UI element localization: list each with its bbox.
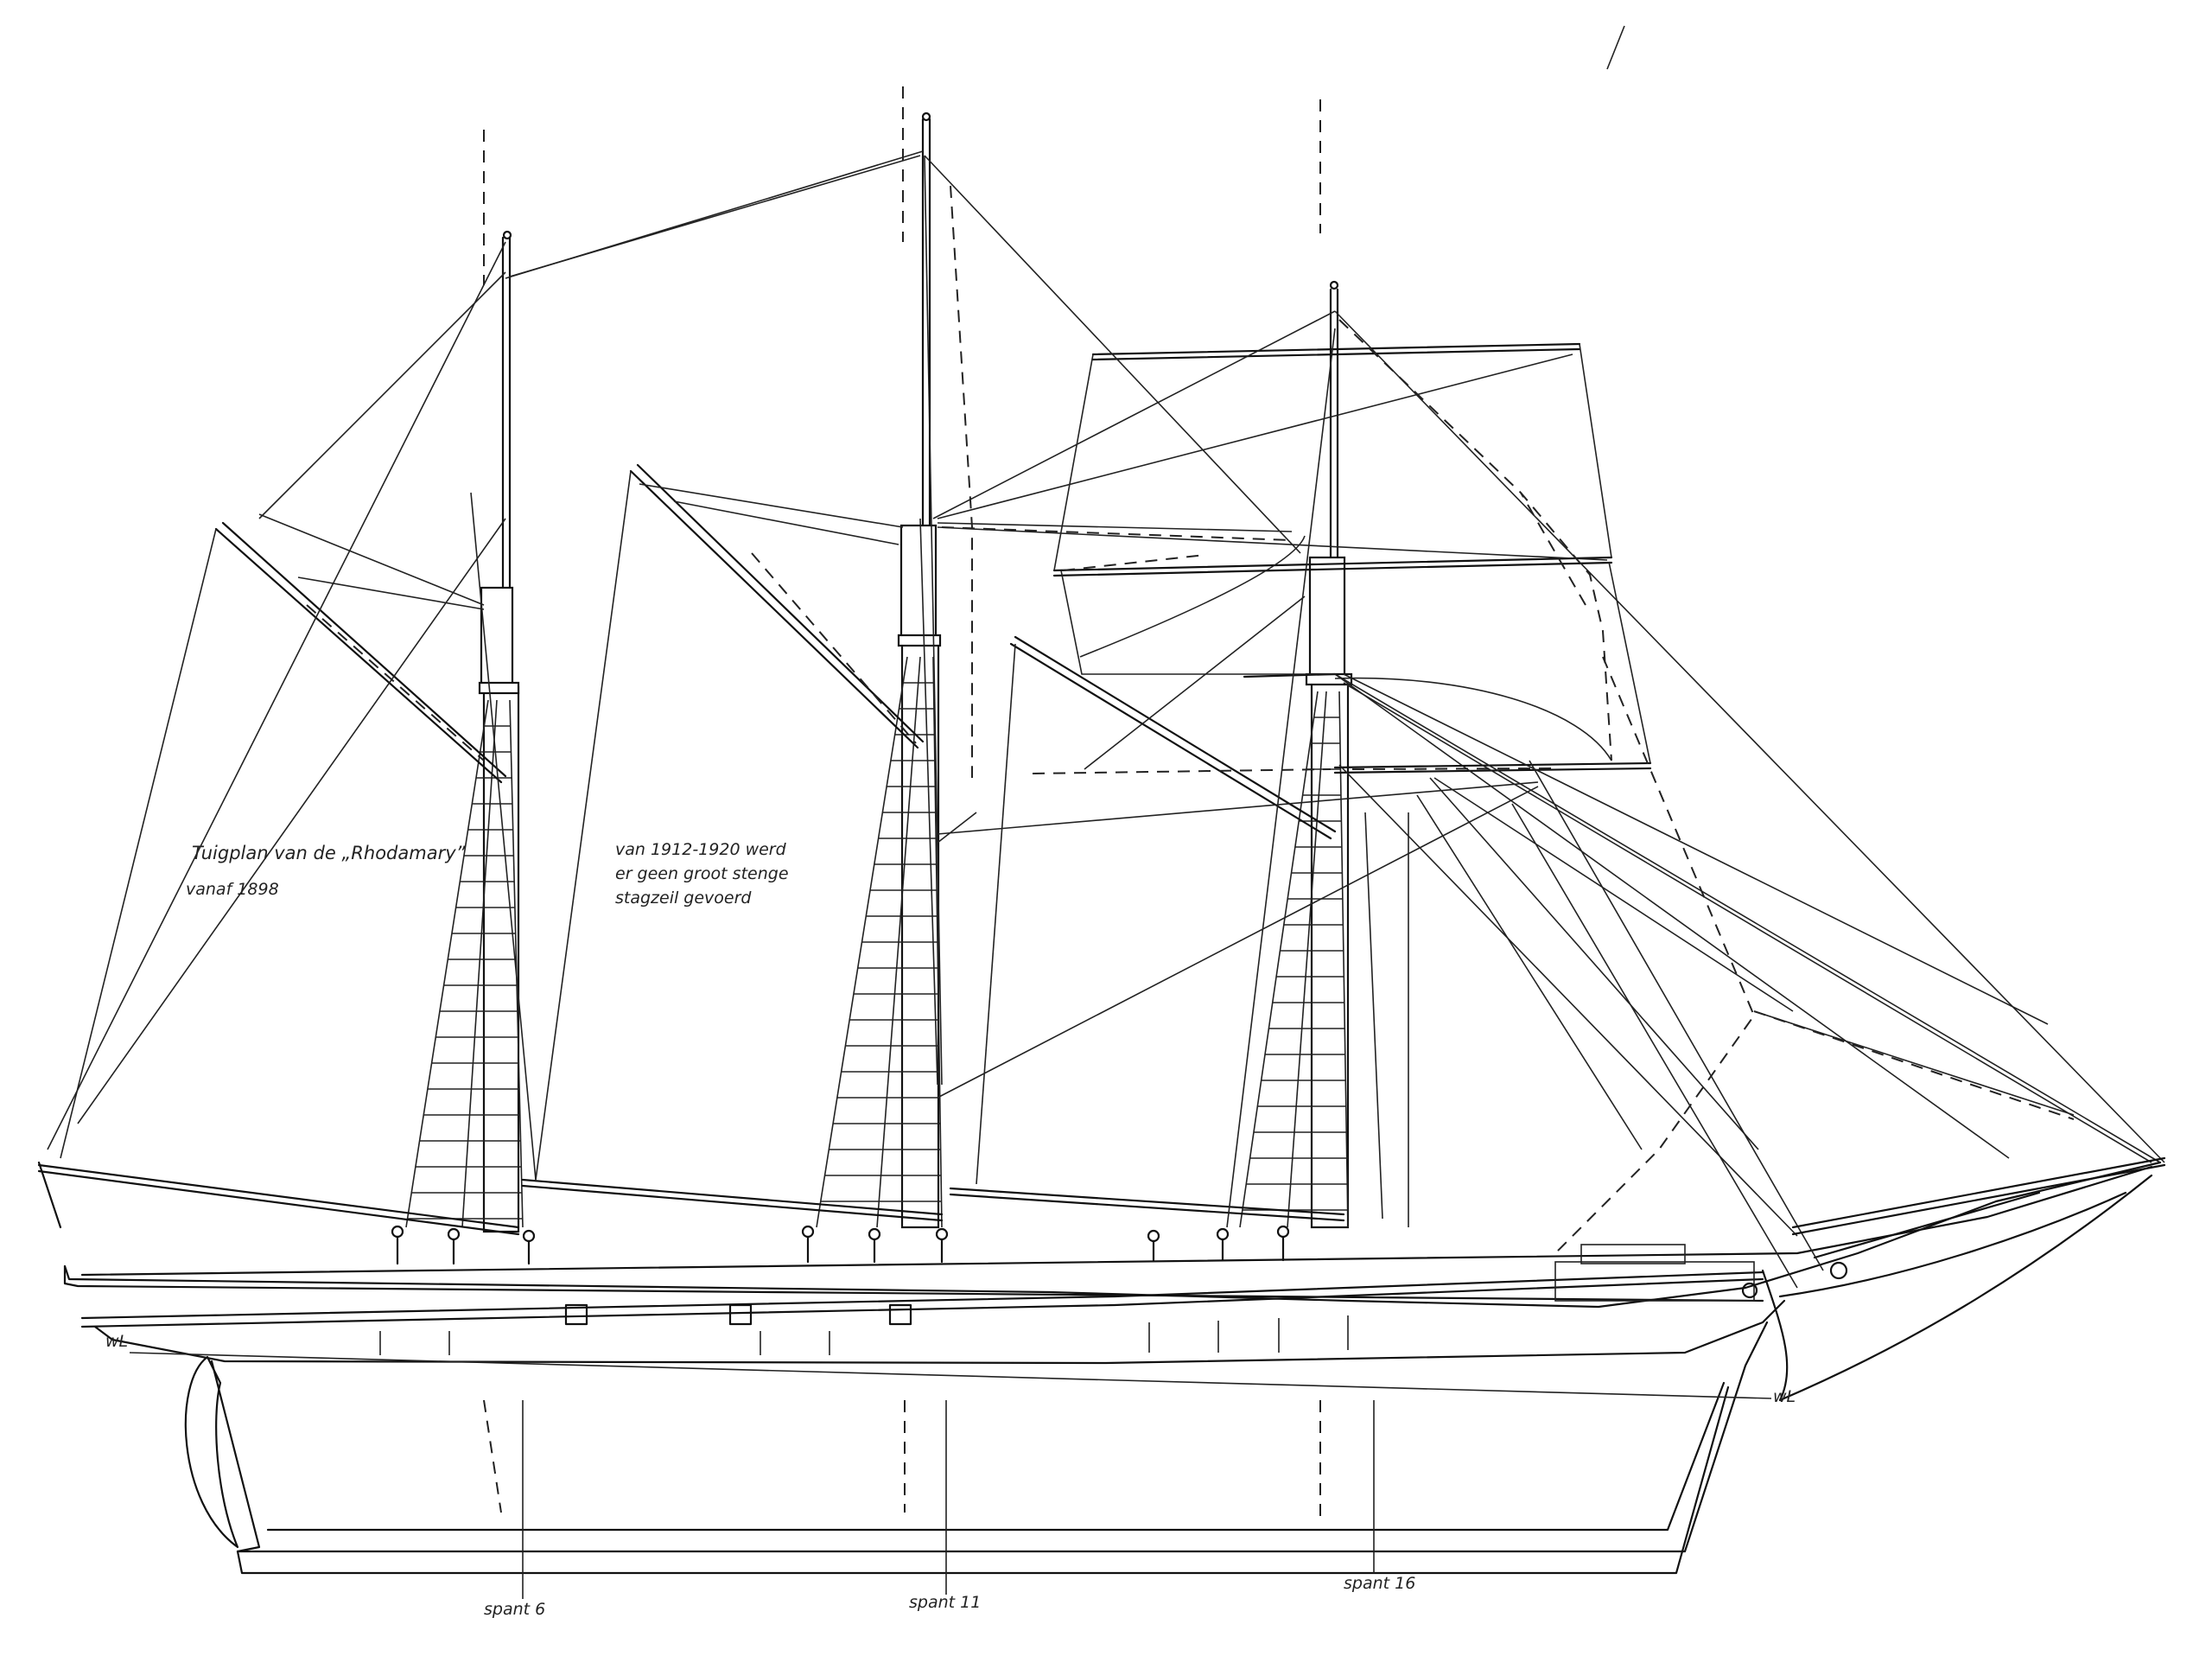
- deck-pins: [391, 1225, 1290, 1265]
- title-note-line-2: vanaf 1898: [186, 880, 279, 899]
- booms: [37, 1161, 1345, 1236]
- waterline-label-right: wL: [1773, 1387, 1796, 1406]
- remark-line-1: van 1912-1920 werd: [615, 840, 787, 859]
- frame-label-6: spant 6: [484, 1600, 545, 1619]
- mizzen-ratlines: [1242, 717, 1348, 1211]
- waterline-label-left: wL: [105, 1332, 128, 1351]
- frame-label-11: spant 11: [909, 1593, 981, 1612]
- remark-line-3: stagzeil gevoerd: [615, 889, 752, 908]
- remark-line-2: er geen groot stenge: [615, 864, 789, 883]
- notes: Tuigplan van de „Rhodamary” vanaf 1898 v…: [105, 840, 1796, 1619]
- fore-mast: [478, 230, 520, 1233]
- frame-reference-lines: [483, 86, 1375, 1599]
- mizzen-mast: [1305, 280, 1353, 1229]
- gaffs: [214, 463, 1337, 840]
- stanchions: [379, 1315, 1349, 1355]
- dashed-rigging: [306, 185, 2075, 1254]
- hull: [63, 1161, 2162, 1575]
- frame-label-16: spant 16: [1344, 1574, 1415, 1593]
- main-ratlines: [820, 682, 942, 1202]
- mizzen-shrouds: [1239, 691, 1349, 1228]
- sails: [60, 155, 2161, 1289]
- bowsprit: [1741, 1156, 2166, 1299]
- pen-stroke: [1606, 25, 1625, 70]
- fore-ratlines: [407, 725, 523, 1220]
- waterline: [129, 1352, 1772, 1399]
- fore-shrouds: [405, 699, 524, 1228]
- title-note-line-1: Tuigplan van de „Rhodamary”: [192, 843, 467, 863]
- stays: [47, 150, 2165, 1271]
